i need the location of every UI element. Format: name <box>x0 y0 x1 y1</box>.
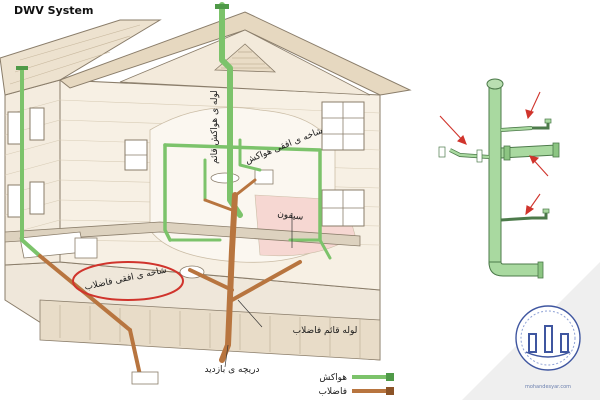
label-vent-stack: لوله ی هواکش قائم <box>210 90 220 164</box>
pipe-system-diagram <box>438 78 560 279</box>
label-waste-stack: لوله قائم فاضلاب <box>293 326 358 336</box>
cleanout-box <box>131 371 159 385</box>
leader-lines <box>224 213 293 368</box>
logo-icon <box>515 305 581 371</box>
label-trap: سیفون <box>277 209 304 223</box>
highlight-ellipse <box>72 261 184 301</box>
label-cleanout: دریچه ی بازدید <box>204 365 259 375</box>
house-illustration <box>0 11 412 361</box>
vent-cap-icon <box>215 4 229 9</box>
legend-vent-label: هواکش <box>319 373 347 383</box>
watermark-url: mohandesyar.com <box>525 384 571 390</box>
diagram-title: DWV System <box>14 4 93 17</box>
waste-pipes <box>38 178 302 377</box>
vent-cap-icon <box>16 66 28 70</box>
legend-waste-label: فاضلاب <box>318 387 347 397</box>
watermark: mohandesyar.com <box>462 262 600 400</box>
legend: هواکش فاضلاب <box>318 373 394 397</box>
